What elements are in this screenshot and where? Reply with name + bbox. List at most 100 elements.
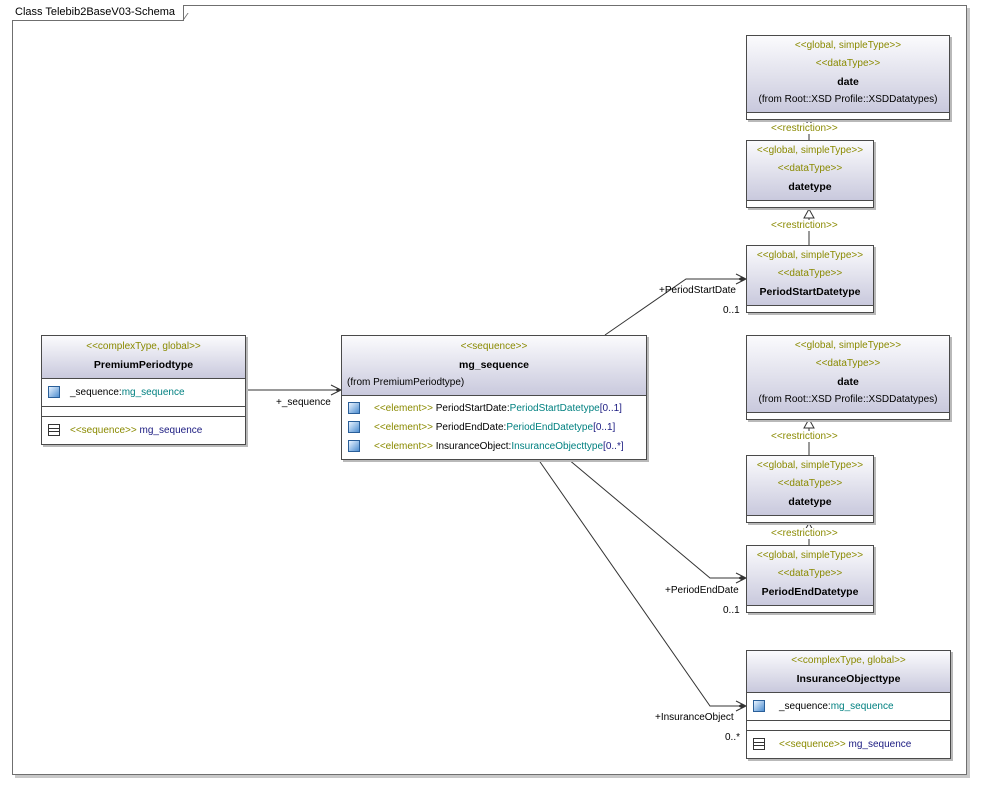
class-name: PeriodEndDatetype — [761, 586, 859, 598]
class-name: date — [837, 76, 859, 88]
stereotype-label: <<dataType>> — [777, 478, 843, 489]
stereotype-label: <<dataType>> — [777, 268, 843, 279]
attribute-type: mg_sequence — [830, 701, 894, 712]
class-header: <<global, simpleType>> <<dataType>> date… — [747, 456, 873, 516]
attribute-icon — [348, 421, 360, 434]
role-period-start-label: +PeriodStartDate — [659, 285, 736, 296]
stereotype-label: <<global, simpleType>> — [756, 145, 864, 156]
sequence-group-icon — [753, 738, 765, 751]
attribute-name: _sequence: — [779, 701, 831, 712]
group-name: mg_sequence — [139, 425, 203, 436]
namespace-label: (from Root::XSD Profile::XSDDatatypes) — [758, 394, 938, 405]
class-header: <<global, simpleType>> <<dataType>> Peri… — [747, 246, 873, 306]
attribute-type: InsuranceObjecttype — [511, 441, 604, 452]
groups-compartment: <<sequence>> mg_sequence — [747, 731, 950, 758]
empty-compartment — [747, 306, 873, 312]
attribute-stereotype: <<element>> — [374, 422, 433, 433]
stereotype-label: <<dataType>> — [777, 568, 843, 579]
stereotype-label: <<complexType, global>> — [86, 341, 201, 352]
stereotype-label: <<sequence>> — [460, 341, 528, 352]
attribute-icon — [753, 700, 765, 713]
class-name: mg_sequence — [458, 359, 530, 371]
connector-period-end[interactable] — [567, 458, 748, 584]
class-mg-sequence[interactable]: <<sequence>> mg_sequence (from PremiumPe… — [341, 335, 647, 460]
namespace-label: (from PremiumPeriodtype) — [347, 377, 465, 388]
connector-sequence[interactable] — [245, 384, 343, 396]
multiplicity-period-start: 0..1 — [723, 305, 740, 316]
group-stereotype: <<sequence>> — [70, 425, 137, 436]
attribute-name: InsuranceObject: — [435, 441, 512, 452]
stereotype-label: <<global, simpleType>> — [794, 40, 902, 51]
restriction-label: <<restriction>> — [771, 431, 838, 442]
class-header: <<sequence>> mg_sequence (from PremiumPe… — [342, 336, 646, 396]
groups-compartment: <<sequence>> mg_sequence — [42, 417, 245, 444]
empty-compartment — [747, 516, 873, 522]
empty-compartment — [747, 606, 873, 612]
class-datetype-top[interactable]: <<global, simpleType>> <<dataType>> date… — [746, 140, 874, 208]
group-row[interactable]: <<sequence>> mg_sequence — [753, 735, 950, 754]
group-name: mg_sequence — [848, 739, 912, 750]
attribute-type: mg_sequence — [121, 387, 185, 398]
empty-compartment — [747, 721, 950, 731]
attribute-row[interactable]: _sequence:mg_sequence — [48, 383, 245, 402]
class-header: <<global, simpleType>> <<dataType>> date… — [747, 336, 949, 413]
attribute-row[interactable]: <<element>> PeriodEndDate:PeriodEndDatet… — [348, 418, 646, 437]
sequence-group-icon — [48, 424, 60, 437]
class-date-lower[interactable]: <<global, simpleType>> <<dataType>> date… — [746, 335, 950, 420]
class-header: <<complexType, global>> PremiumPeriodtyp… — [42, 336, 245, 379]
stereotype-label: <<dataType>> — [815, 58, 881, 69]
restriction-label: <<restriction>> — [771, 528, 838, 539]
stereotype-label: <<dataType>> — [815, 358, 881, 369]
attribute-multiplicity: [0..1] — [599, 403, 622, 414]
class-premium-periodtype[interactable]: <<complexType, global>> PremiumPeriodtyp… — [41, 335, 246, 445]
restriction-label: <<restriction>> — [771, 123, 838, 134]
multiplicity-period-end: 0..1 — [723, 605, 740, 616]
stereotype-label: <<global, simpleType>> — [756, 550, 864, 561]
class-header: <<global, simpleType>> <<dataType>> date… — [747, 141, 873, 201]
class-name: datetype — [788, 496, 832, 508]
group-row[interactable]: <<sequence>> mg_sequence — [48, 421, 245, 440]
attribute-type: PeriodStartDatetype — [509, 403, 600, 414]
attribute-multiplicity: [0..1] — [593, 422, 616, 433]
group-stereotype: <<sequence>> — [779, 739, 846, 750]
class-period-start-datetype[interactable]: <<global, simpleType>> <<dataType>> Peri… — [746, 245, 874, 313]
attribute-icon — [348, 440, 360, 453]
attribute-icon — [348, 402, 360, 415]
restriction-label: <<restriction>> — [771, 220, 838, 231]
class-insurance-objecttype[interactable]: <<complexType, global>> InsuranceObjectt… — [746, 650, 951, 759]
role-sequence-label: +_sequence — [276, 397, 331, 408]
class-period-end-datetype[interactable]: <<global, simpleType>> <<dataType>> Peri… — [746, 545, 874, 613]
empty-compartment — [42, 407, 245, 417]
attribute-multiplicity: [0..*] — [603, 441, 624, 452]
attribute-stereotype: <<element>> — [374, 403, 433, 414]
class-date-top[interactable]: <<global, simpleType>> <<dataType>> date… — [746, 35, 950, 120]
class-name: PremiumPeriodtype — [93, 359, 194, 371]
attribute-row[interactable]: <<element>> InsuranceObject:InsuranceObj… — [348, 437, 646, 456]
attribute-name: PeriodEndDate: — [435, 422, 507, 433]
role-period-end-label: +PeriodEndDate — [665, 585, 739, 596]
class-datetype-lower[interactable]: <<global, simpleType>> <<dataType>> date… — [746, 455, 874, 523]
class-header: <<global, simpleType>> <<dataType>> Peri… — [747, 546, 873, 606]
empty-compartment — [747, 413, 949, 419]
attribute-row[interactable]: _sequence:mg_sequence — [753, 697, 950, 716]
attribute-name: PeriodStartDate: — [435, 403, 510, 414]
stereotype-label: <<global, simpleType>> — [756, 250, 864, 261]
diagram-frame-title: Class Telebib2BaseV03-Schema — [12, 5, 184, 21]
class-header: <<complexType, global>> InsuranceObjectt… — [747, 651, 950, 693]
class-name: PeriodStartDatetype — [759, 286, 861, 298]
class-header: <<global, simpleType>> <<dataType>> date… — [747, 36, 949, 113]
stereotype-label: <<global, simpleType>> — [794, 340, 902, 351]
class-name: InsuranceObjecttype — [796, 673, 901, 685]
attribute-row[interactable]: <<element>> PeriodStartDate:PeriodStartD… — [348, 399, 646, 418]
class-name: date — [837, 376, 859, 388]
attribute-icon — [48, 386, 60, 399]
attributes-compartment: _sequence:mg_sequence — [747, 693, 950, 721]
attribute-type: PeriodEndDatetype — [506, 422, 594, 433]
stereotype-label: <<global, simpleType>> — [756, 460, 864, 471]
empty-compartment — [747, 113, 949, 119]
attribute-name: _sequence: — [70, 387, 122, 398]
stereotype-label: <<dataType>> — [777, 163, 843, 174]
namespace-label: (from Root::XSD Profile::XSDDatatypes) — [758, 94, 938, 105]
attribute-stereotype: <<element>> — [374, 441, 433, 452]
class-name: datetype — [788, 181, 832, 193]
